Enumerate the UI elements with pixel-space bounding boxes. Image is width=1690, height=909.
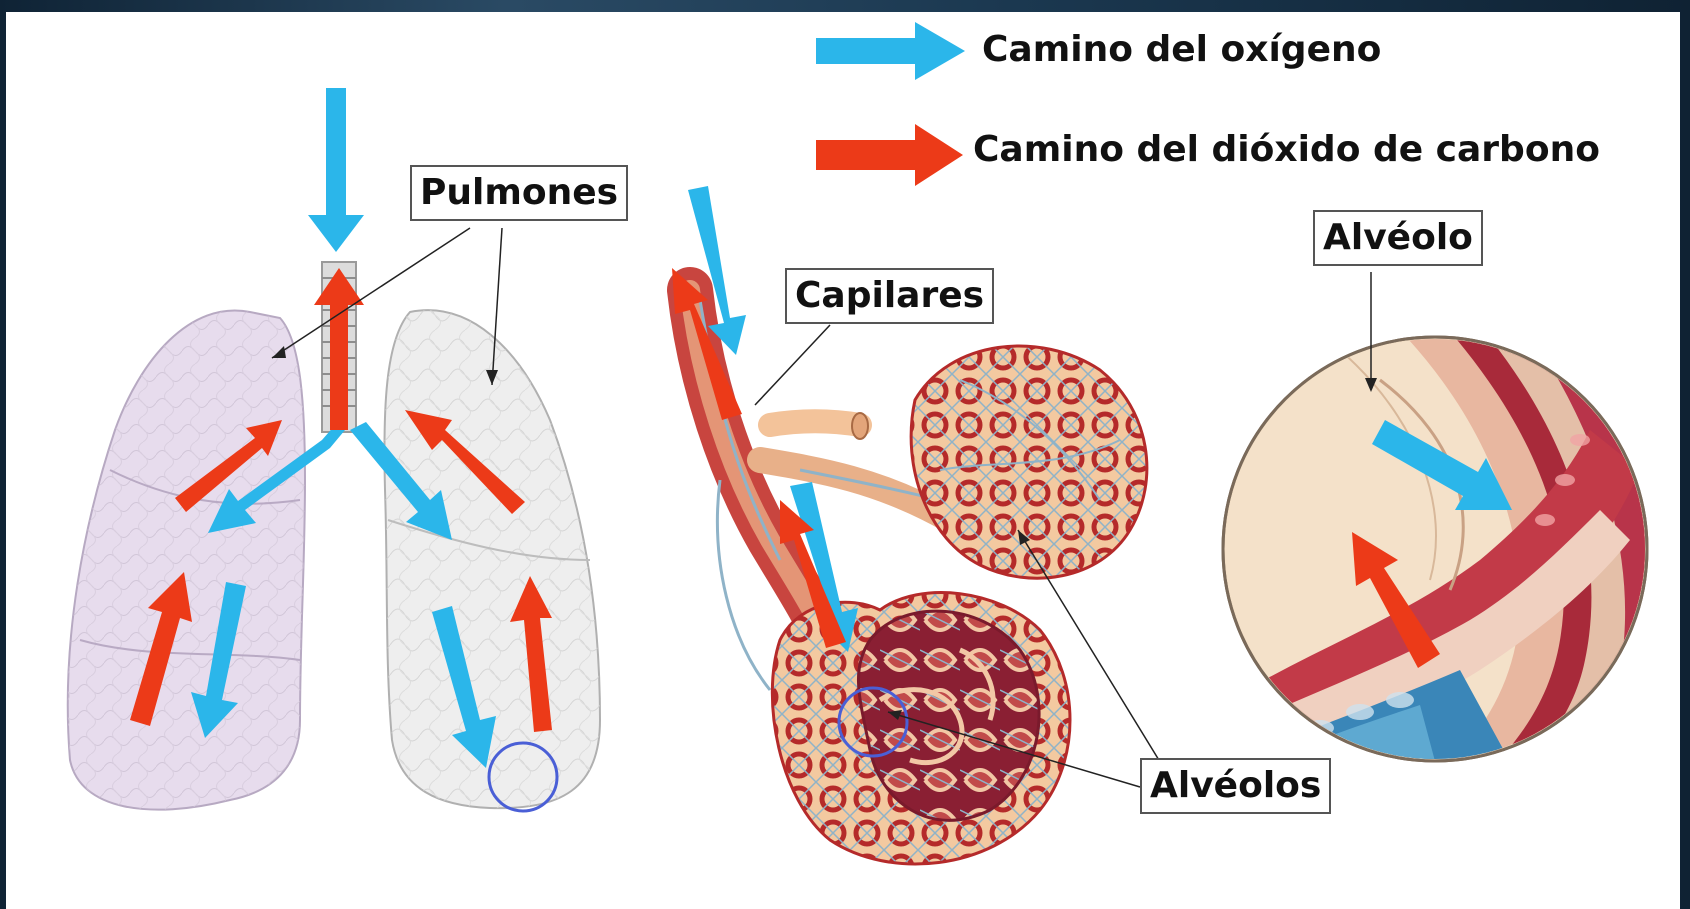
- label-alveoli: Alvéolos: [1140, 758, 1331, 814]
- legend: [816, 22, 965, 186]
- legend-co2-arrow: [816, 124, 963, 186]
- label-capillaries: Capilares: [785, 268, 994, 324]
- legend-co2-label: Camino del dióxido de carbono: [973, 132, 1600, 168]
- legend-oxygen-label: Camino del oxígeno: [982, 32, 1381, 68]
- label-lungs: Pulmones: [410, 165, 628, 221]
- alveolus-zoom-illustration: [1220, 272, 1690, 780]
- label-alveolus: Alvéolo: [1313, 210, 1483, 266]
- legend-oxygen-arrow: [816, 22, 965, 80]
